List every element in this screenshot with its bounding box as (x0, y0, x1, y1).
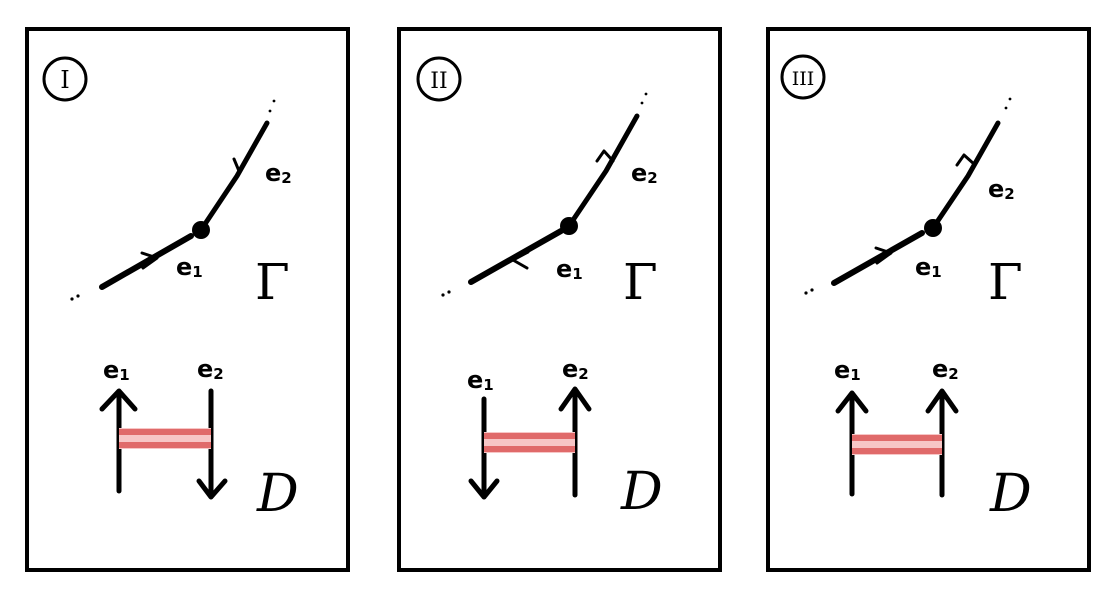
strand-e1-arrow-down (468, 478, 500, 500)
edge-e2 (198, 120, 270, 233)
panel-2-canvas: II e1 e2 Γ e1 e2 D (416, 56, 663, 522)
ellipsis-dot (441, 293, 445, 297)
diagram-name: D (620, 462, 663, 522)
diagram-e1-label: e1 (103, 356, 130, 384)
panel-2-numeral: II (430, 69, 447, 94)
diagram-e1-label: e1 (467, 366, 494, 394)
ellipsis-dot (1004, 106, 1008, 110)
ellipsis-dot (76, 294, 80, 298)
panel-2-diagram: e1 e2 D (467, 355, 663, 522)
graph-e1-label: e1 (176, 253, 203, 281)
diagram-name: D (256, 464, 299, 524)
ellipsis-dot (272, 99, 276, 103)
edge-e1 (468, 228, 564, 285)
panel-3: III e1 e2 Γ e1 e2 D (766, 27, 1091, 572)
strand-e2-arrow-up (558, 386, 592, 412)
diagram-e2-label: e2 (932, 355, 959, 383)
diagram-e2-label: e2 (562, 355, 589, 383)
ellipsis-dot (1008, 97, 1012, 101)
graph-e1-label: e1 (556, 255, 583, 283)
edge-e2 (566, 113, 640, 229)
panel-2-graph: e1 e2 Γ (441, 92, 658, 311)
edge-e1 (831, 230, 925, 286)
graph-e1-label: e1 (915, 253, 942, 281)
panel-1-canvas: I e1 e2 Γ e1 e2 D (42, 56, 299, 524)
panel-3-numeral: III (792, 68, 815, 90)
panel-1-numeral: I (60, 66, 69, 94)
panel-3-diagram: e1 e2 D (834, 355, 1032, 524)
graph-name: Γ (988, 253, 1023, 311)
strand-e2-arrow-down (196, 478, 228, 500)
graph-e2-label: e2 (988, 175, 1015, 203)
panel-2-numeral-badge: II (416, 56, 462, 102)
panel-1-numeral-badge: I (42, 56, 88, 102)
ellipsis-dot (810, 288, 814, 292)
graph-name: Γ (623, 253, 658, 311)
panel-1-graph: e1 e2 Γ (70, 99, 292, 311)
ellipsis-dot (447, 290, 451, 294)
diagram-e2-label: e2 (197, 355, 224, 383)
edge-e1-arrowhead (511, 250, 530, 270)
strand-e2-arrow-up (925, 388, 959, 414)
edge-e1 (99, 233, 194, 290)
edge-e2-arrowhead (595, 149, 615, 163)
ellipsis-dot (644, 92, 648, 96)
ellipsis-dot (804, 291, 808, 295)
panel-1: I e1 e2 Γ e1 e2 D (25, 27, 350, 572)
graph-e2-label: e2 (265, 159, 292, 187)
panel-3-graph: e1 e2 Γ (804, 97, 1023, 311)
graph-name: Γ (255, 253, 290, 311)
panel-3-canvas: III e1 e2 Γ e1 e2 D (780, 54, 1032, 524)
ellipsis-dot (640, 101, 644, 105)
strand-e1-arrow-up (835, 390, 869, 414)
panel-2: II e1 e2 Γ e1 e2 D (397, 27, 722, 572)
diagram-name: D (989, 464, 1032, 524)
diagram-e1-label: e1 (834, 356, 861, 384)
panel-1-diagram: e1 e2 D (99, 355, 299, 524)
edge-e1-arrowhead (140, 251, 159, 270)
ellipsis-dot (268, 109, 272, 113)
panel-3-numeral-badge: III (780, 54, 826, 100)
graph-e2-label: e2 (631, 159, 658, 187)
edge-e1-arrowhead (874, 246, 893, 265)
ellipsis-dot (70, 297, 74, 301)
edge-e2-arrowhead (955, 153, 976, 167)
edge-e2 (930, 120, 1001, 231)
edge-e2-arrowhead (232, 157, 249, 173)
strand-e1-arrow-up (99, 388, 138, 412)
